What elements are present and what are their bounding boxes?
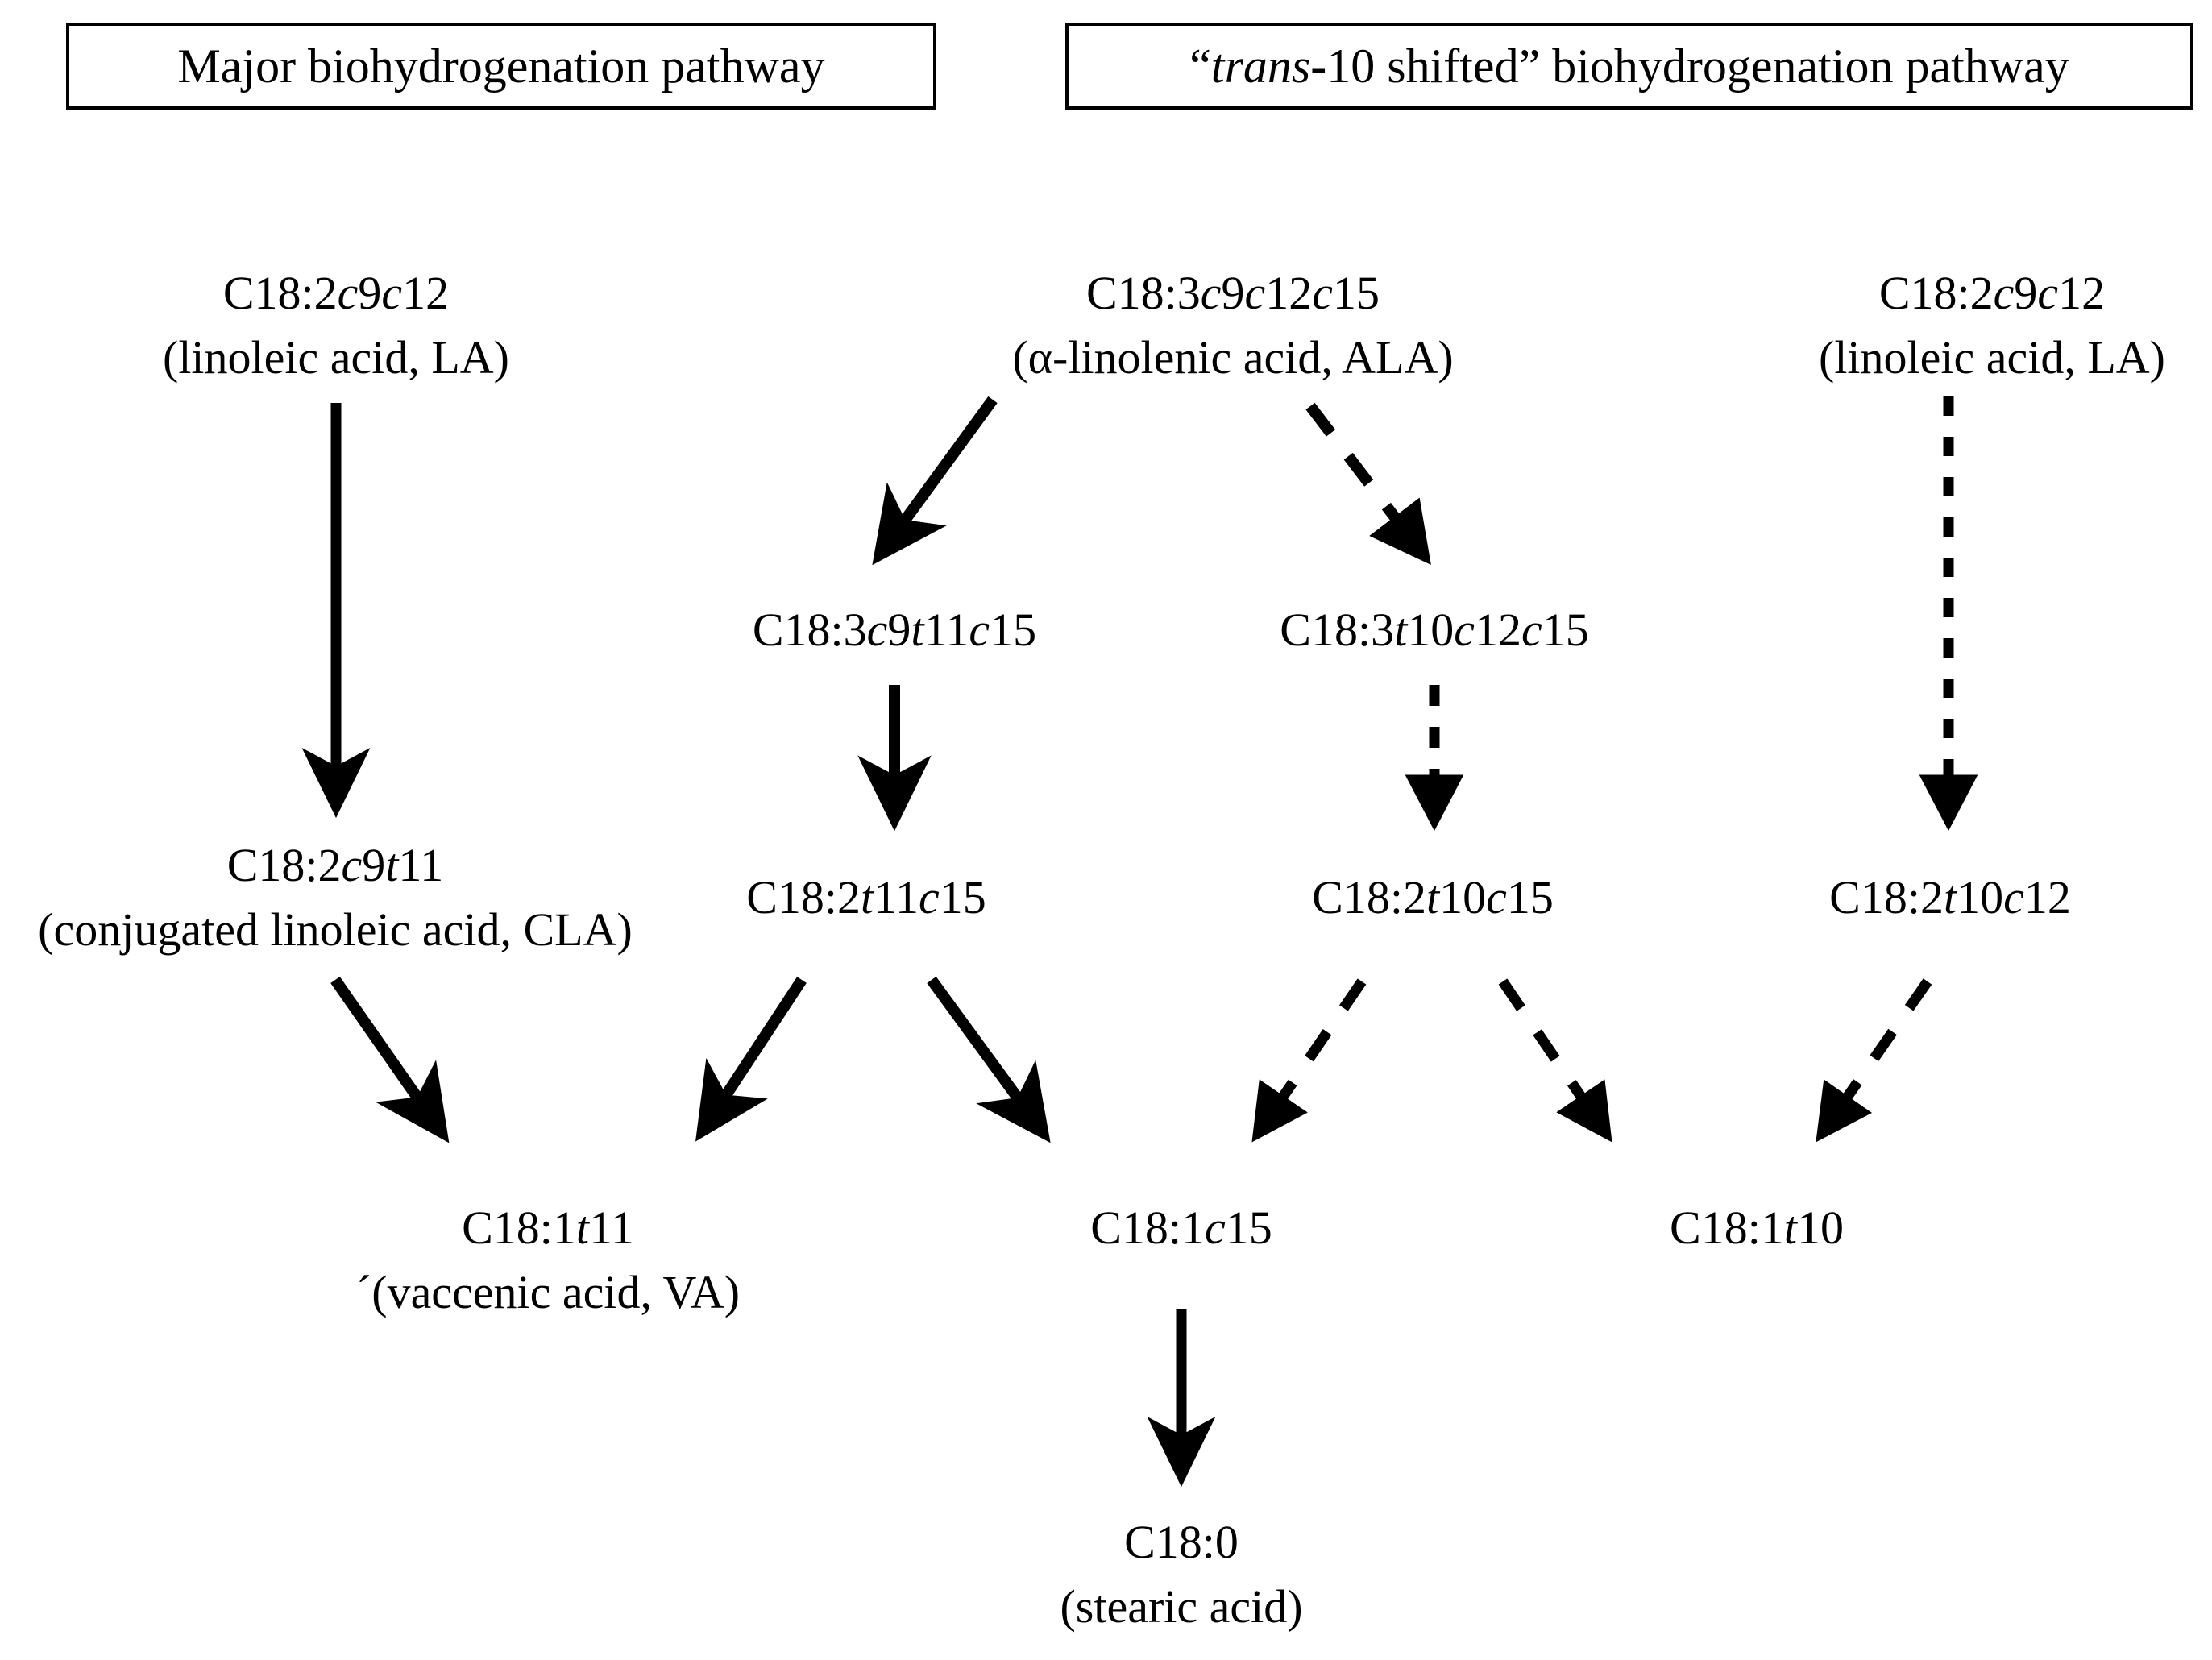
node-c18-3-t10c12c15: C18:3t10c12c15 (1280, 603, 1588, 658)
node-vaccenic-acid: C18:1t11 ´(vaccenic acid, VA) (356, 1201, 740, 1321)
title-trans10-quote-open: “ (1189, 39, 1211, 93)
node-ala-name: (α-linolenic acid, ALA) (1012, 331, 1454, 384)
title-major-pathway-label: Major biohydrogenation pathway (177, 39, 825, 93)
edge-c182-t11c15-to-va (695, 977, 807, 1142)
node-cla-formula: C18:2c9t11 (226, 839, 444, 891)
node-alpha-linolenic-acid: C18:3c9c12c15 (α-linolenic acid, ALA) (1012, 266, 1453, 386)
node-la-right-formula: C18:2c9c12 (1878, 267, 2106, 319)
node-c181-c15-formula: C18:1c15 (1090, 1201, 1272, 1254)
node-c181-t10-formula: C18:1t10 (1670, 1201, 1844, 1254)
node-stearic-formula: C18:0 (1124, 1516, 1239, 1568)
node-c18-2-t11c15: C18:2t11c15 (746, 870, 986, 925)
edge-cla-to-va (330, 976, 450, 1143)
edge-c182-t10c15-to-c181-c15 (1251, 978, 1367, 1143)
node-la-left-formula: C18:2c9c12 (222, 267, 450, 319)
node-stearic-acid: C18:0 (stearic acid) (1060, 1515, 1302, 1635)
edge-ala-to-c183-c9t11c15 (872, 396, 998, 566)
edge-ala-to-c183-t10c12c15 (1305, 402, 1431, 565)
title-box-major-pathway: Major biohydrogenation pathway (66, 23, 936, 110)
node-linoleic-acid-left: C18:2c9c12 (linoleic acid, LA) (163, 266, 509, 386)
node-la-right-name: (linoleic acid, LA) (1819, 331, 2165, 384)
node-linoleic-acid-right: C18:2c9c12 (linoleic acid, LA) (1819, 266, 2165, 386)
node-c182-t11c15-formula: C18:2t11c15 (746, 871, 986, 923)
node-ala-formula: C18:3c9c12c15 (1085, 267, 1380, 319)
node-c182-t10c12-formula: C18:2t10c12 (1829, 871, 2071, 923)
node-va-formula: C18:1t11 (462, 1201, 634, 1254)
node-c18-1-c15: C18:1c15 (1090, 1201, 1272, 1255)
node-c182-t10c15-formula: C18:2t10c15 (1312, 871, 1554, 923)
title-trans10-rest: -10 shifted” biohydrogenation pathway (1310, 39, 2069, 93)
node-c18-2-t10c15: C18:2t10c15 (1312, 870, 1554, 925)
node-c183-t10c12c15-formula: C18:3t10c12c15 (1280, 604, 1589, 656)
node-c183-c9t11c15-formula: C18:3c9t11c15 (752, 604, 1037, 656)
edge-c182-t10c15-to-c181-t10 (1498, 978, 1612, 1143)
title-box-trans10-pathway: “trans-10 shifted” biohydrogenation path… (1065, 23, 2193, 110)
edge-c182-t10c12-to-c181-t10 (1816, 978, 1932, 1143)
title-trans10-pathway-label: “trans-10 shifted” biohydrogenation path… (1189, 42, 2069, 90)
node-c18-2-t10c12: C18:2t10c12 (1829, 870, 2071, 925)
node-c18-1-t10: C18:1t10 (1670, 1201, 1844, 1255)
node-stearic-name: (stearic acid) (1060, 1580, 1303, 1633)
node-conjugated-linoleic-acid: C18:2c9t11 (conjugated linoleic acid, CL… (38, 838, 633, 958)
node-la-left-name: (linoleic acid, LA) (163, 331, 509, 384)
node-cla-name: (conjugated linoleic acid, CLA) (38, 903, 633, 957)
title-trans10-italic-trans: trans (1210, 39, 1311, 93)
node-c18-3-c9t11c15: C18:3c9t11c15 (753, 603, 1036, 658)
node-va-name: ´(vaccenic acid, VA) (355, 1266, 741, 1319)
edge-c182-t11c15-to-c181-c15 (927, 976, 1051, 1143)
